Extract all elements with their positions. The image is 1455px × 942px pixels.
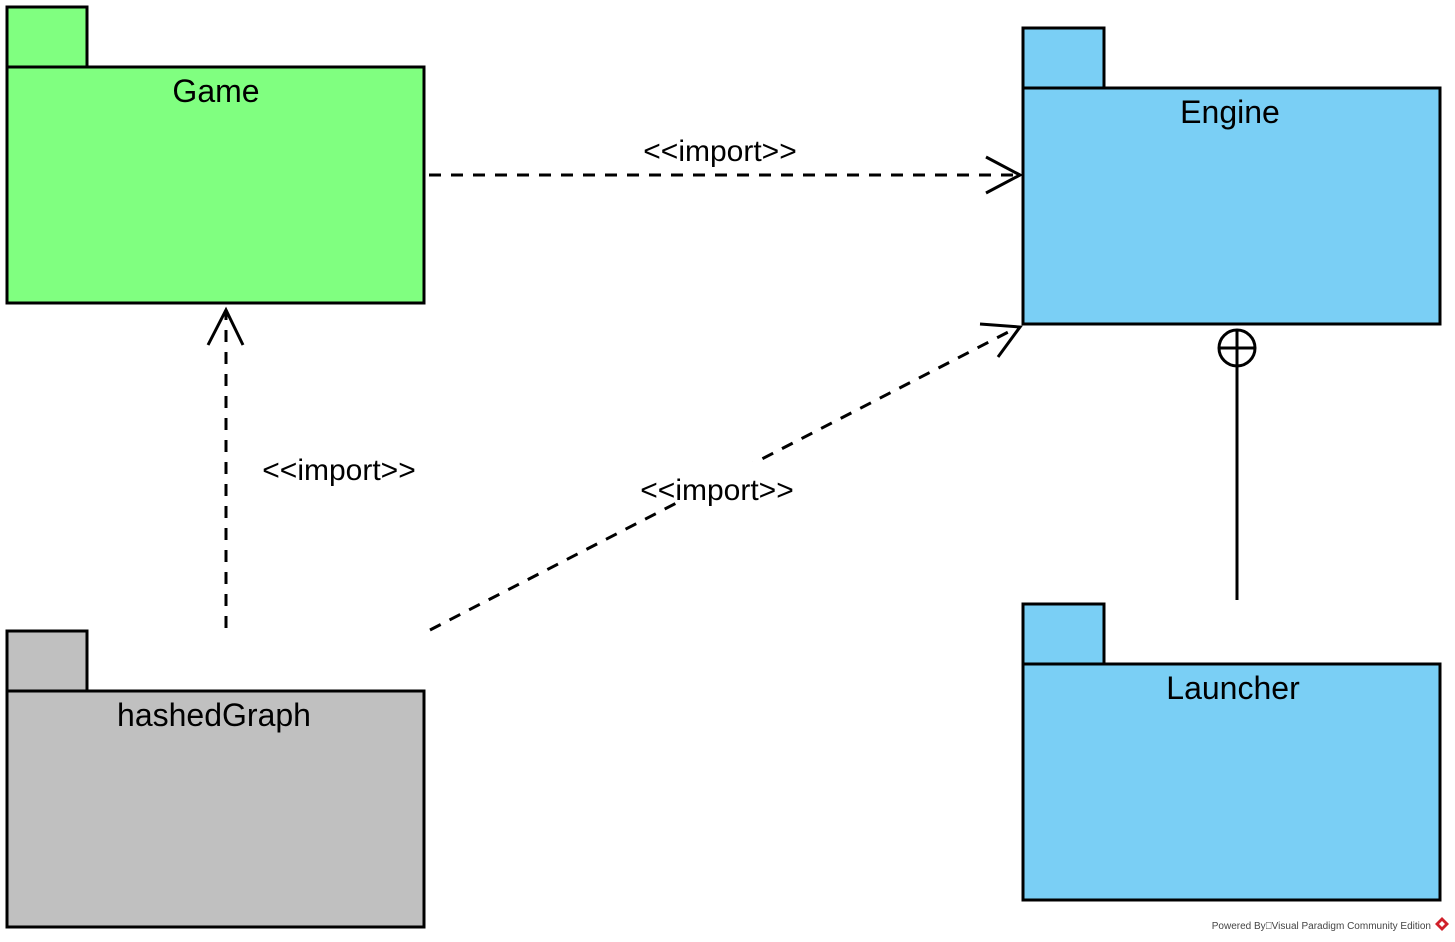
package-launcher-tab bbox=[1021, 602, 1106, 666]
open-arrowhead-icon bbox=[206, 306, 245, 346]
visual-paradigm-logo-icon bbox=[1435, 917, 1449, 931]
dependency-game-to-engine[interactable]: <<import>> bbox=[429, 135, 1024, 195]
package-hashedgraph[interactable]: hashedGraph bbox=[5, 629, 426, 929]
dependency-label: <<import>> bbox=[640, 474, 793, 507]
footer-text: Powered By⎕Visual Paradigm Community Edi… bbox=[1212, 921, 1431, 932]
open-arrowhead-icon bbox=[985, 155, 1024, 195]
dependency-hashedgraph-to-engine[interactable]: <<import>> bbox=[429, 322, 1023, 632]
dependency-hashedgraph-to-game[interactable]: <<import>> bbox=[206, 306, 416, 628]
package-launcher-name: Launcher bbox=[1166, 670, 1300, 706]
package-game-body bbox=[5, 65, 426, 305]
package-engine-body bbox=[1021, 86, 1442, 326]
package-engine-tab bbox=[1021, 26, 1106, 90]
package-hashedgraph-body bbox=[5, 689, 426, 929]
containment-launcher-in-engine[interactable] bbox=[1217, 328, 1257, 600]
open-arrowhead-icon bbox=[979, 322, 1023, 358]
footer-watermark: Powered By⎕Visual Paradigm Community Edi… bbox=[1212, 917, 1449, 932]
package-launcher-body bbox=[1021, 662, 1442, 902]
containment-circle-plus-icon bbox=[1217, 328, 1257, 368]
package-hashedgraph-tab bbox=[5, 629, 89, 693]
package-engine[interactable]: Engine bbox=[1021, 26, 1442, 326]
package-hashedgraph-name: hashedGraph bbox=[117, 697, 311, 733]
package-launcher[interactable]: Launcher bbox=[1021, 602, 1442, 902]
package-game[interactable]: Game bbox=[5, 5, 426, 305]
dependency-label: <<import>> bbox=[643, 135, 796, 168]
package-game-name: Game bbox=[172, 73, 259, 109]
package-game-tab bbox=[5, 5, 89, 69]
dependency-label-background bbox=[634, 462, 802, 502]
package-engine-name: Engine bbox=[1180, 94, 1280, 130]
dependency-label: <<import>> bbox=[262, 454, 415, 487]
